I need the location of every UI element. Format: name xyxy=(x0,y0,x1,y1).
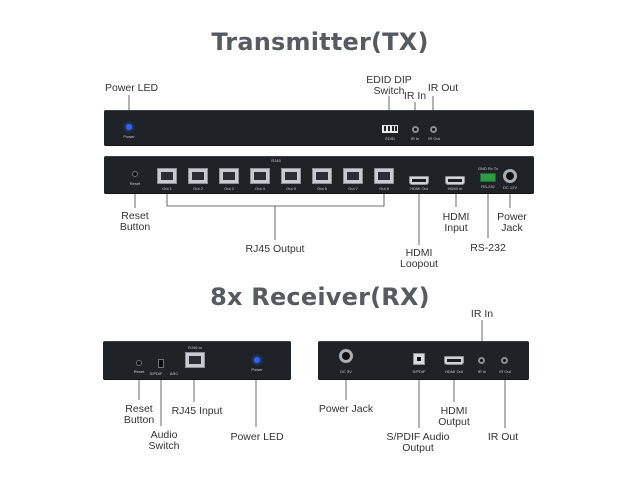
rx-right-ir-out-marking: IR Out xyxy=(499,369,511,374)
rx-reset-button[interactable] xyxy=(136,360,142,366)
tx-rj45-output-port[interactable] xyxy=(188,168,208,184)
tx-front-ir-in-marking: IR In xyxy=(410,136,420,141)
tx-rj45-output-port[interactable] xyxy=(312,168,332,184)
tx-rj45-output-port[interactable] xyxy=(374,168,394,184)
tx-rj45-output-port[interactable] xyxy=(219,168,239,184)
tx-edid-label-1: EDID DIP xyxy=(366,74,412,86)
rx-ir-out-label: IR Out xyxy=(487,431,519,443)
tx-reset-label-1: Reset xyxy=(121,210,149,222)
rx-audio-switch-label-1: Audio xyxy=(150,429,178,441)
rx-right-ir-in-marking: IR In xyxy=(477,369,487,374)
tx-hdmi-loopout-port[interactable] xyxy=(409,176,429,185)
tx-rj45-port-marking: Out 1 xyxy=(162,186,172,191)
rx-left-arc-marking: ARC xyxy=(169,371,179,376)
tx-front-edid-marking: EDID xyxy=(385,136,395,141)
tx-rj45-port-marking: Out 2 xyxy=(193,186,203,191)
tx-power-jack-label-2: Jack xyxy=(501,222,523,234)
tx-ir-out-jack[interactable] xyxy=(430,126,437,133)
tx-ir-out-label: IR Out xyxy=(427,82,459,94)
tx-rear-hdmi-in-marking: HDMI In xyxy=(447,186,463,191)
tx-rj45-port-marking: Out 3 xyxy=(224,186,234,191)
tx-rj45-port-marking: Out 7 xyxy=(348,186,358,191)
rx-ir-in-jack[interactable] xyxy=(478,357,485,364)
tx-front-ir-out-marking: IR Out xyxy=(428,136,440,141)
tx-rear-hdmi-out-marking: HDMI Out xyxy=(410,186,428,191)
leader-tx-rj45-bracket xyxy=(166,194,385,207)
rx-right-panel: DC 5V S/PDIF HDMI Out IR In IR Out xyxy=(318,341,529,380)
tx-edid-dip-switch[interactable] xyxy=(382,125,398,133)
tx-rj45-port-marking: Out 8 xyxy=(379,186,389,191)
tx-power-led-label: Power LED xyxy=(105,82,159,94)
tx-rear-reset-marking: Reset xyxy=(129,181,141,186)
tx-reset-button[interactable] xyxy=(132,171,138,177)
tx-rj45-output-port[interactable] xyxy=(281,168,301,184)
rx-audio-switch[interactable] xyxy=(158,359,164,368)
rx-dc-power-jack[interactable] xyxy=(339,349,353,363)
tx-power-jack-label-1: Power xyxy=(497,211,527,223)
rx-power-jack-label: Power Jack xyxy=(318,403,374,415)
tx-dc-power-jack[interactable] xyxy=(503,169,517,183)
rx-power-led-label: Power LED xyxy=(230,431,284,443)
rx-spdif-optical-port[interactable] xyxy=(413,353,425,365)
tx-rear-rs232-marking: RS-232 xyxy=(481,184,495,189)
tx-rear-panel: Reset RJ45 Out 1 Out 2 Out 3 Out 4 Out 5 Out … xyxy=(104,156,534,194)
rx-ir-in-label: IR In xyxy=(470,308,494,320)
rx-left-reset-marking: Reset xyxy=(133,369,145,374)
rx-reset-label-1: Reset xyxy=(125,403,153,415)
rx-hdmi-output-port[interactable] xyxy=(444,356,464,365)
rx-left-rj45-in-marking: RJ45 In xyxy=(188,345,202,350)
rx-left-spdif-marking: S/PDIF xyxy=(149,371,163,376)
rx-title: 8x Receiver(RX) xyxy=(210,283,430,311)
rx-hdmi-output-label-1: HDMI xyxy=(440,405,468,417)
rx-right-hdmi-out-marking: HDMI Out xyxy=(445,369,463,374)
tx-edid-label-2: Switch xyxy=(373,85,405,97)
tx-rj45-port-marking: Out 4 xyxy=(255,186,265,191)
tx-rj45-output-label: RJ45 Output xyxy=(245,243,305,255)
tx-hdmi-loopout-label-2: Loopout xyxy=(400,258,438,270)
rx-ir-out-jack[interactable] xyxy=(501,357,508,364)
tx-rj45-output-port[interactable] xyxy=(343,168,363,184)
tx-reset-label-2: Button xyxy=(119,221,151,233)
tx-hdmi-input-label-2: Input xyxy=(444,222,468,234)
tx-front-power-marking: Power xyxy=(123,134,135,139)
rx-right-dc-marking: DC 5V xyxy=(340,369,352,374)
tx-rs232-label: RS-232 xyxy=(470,242,506,254)
rx-power-led xyxy=(254,357,260,363)
tx-rj45-port-marking: Out 5 xyxy=(286,186,296,191)
rx-audio-switch-label-2: Switch xyxy=(148,440,180,452)
rx-spdif-label-1: S/PDIF Audio xyxy=(386,431,450,443)
rx-reset-label-2: Button xyxy=(123,414,155,426)
rx-left-power-marking: Power xyxy=(251,367,263,372)
rx-left-panel: Reset S/PDIF ARC RJ45 In Power xyxy=(103,341,291,380)
tx-ir-in-label: IR In xyxy=(403,90,427,102)
tx-hdmi-loopout-label-1: HDMI xyxy=(405,247,433,259)
rx-spdif-label-2: Output xyxy=(402,442,434,454)
tx-front-panel: Power EDID IR In IR Out xyxy=(104,110,534,146)
rx-hdmi-output-label-2: Output xyxy=(438,416,470,428)
tx-rear-dc-marking: DC 12V xyxy=(502,185,518,190)
tx-rear-rj45-marking: RJ45 xyxy=(271,158,281,163)
rx-rj45-input-port[interactable] xyxy=(185,352,205,368)
tx-rear-rs232-pins-marking: GND Rx Tx xyxy=(477,166,499,171)
tx-rj45-output-port[interactable] xyxy=(157,168,177,184)
tx-rj45-port-marking: Out 6 xyxy=(317,186,327,191)
tx-rs232-terminal[interactable] xyxy=(480,173,496,182)
tx-hdmi-input-label-1: HDMI xyxy=(442,211,470,223)
tx-hdmi-input-port[interactable] xyxy=(445,176,465,185)
rx-rj45-input-label: RJ45 Input xyxy=(171,405,223,417)
rx-right-spdif-marking: S/PDIF xyxy=(412,369,426,374)
tx-power-led xyxy=(126,124,132,130)
tx-ir-in-jack[interactable] xyxy=(412,126,419,133)
tx-title: Transmitter(TX) xyxy=(211,28,429,56)
tx-rj45-output-port[interactable] xyxy=(250,168,270,184)
